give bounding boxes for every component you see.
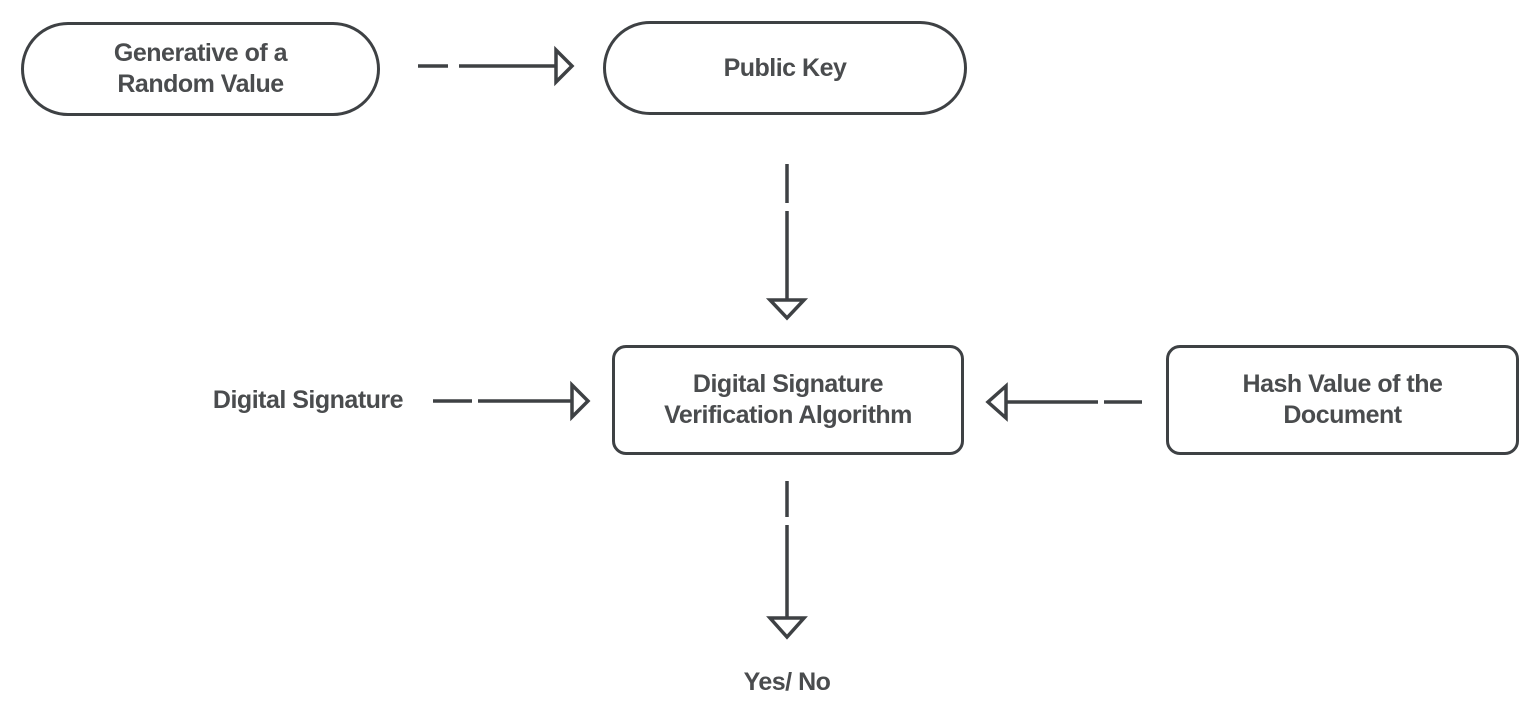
node-random-value: Generative of a Random Value [21,22,380,116]
node-hash-value: Hash Value of the Document [1166,345,1519,455]
edge-hash-value-to-verification-algorithm [985,382,1142,422]
label-digital-signature-text: Digital Signature [212,385,404,414]
label-result-text: Yes/ No [743,667,831,696]
label-result: Yes/ No [687,662,887,702]
node-public-key: Public Key [603,21,967,115]
edge-random-value-to-public-key [418,45,575,87]
edge-verification-algorithm-to-result [766,481,808,640]
node-hash-value-label: Hash Value of the Document [1242,370,1443,429]
node-verification-algorithm: Digital Signature Verification Algorithm [612,345,964,455]
edge-public-key-to-verification-algorithm [765,164,809,321]
node-public-key-label: Public Key [723,53,847,82]
label-digital-signature: Digital Signature [158,380,458,420]
node-random-value-label: Generative of a Random Value [113,39,288,98]
node-verification-algorithm-label: Digital Signature Verification Algorithm [664,370,912,429]
